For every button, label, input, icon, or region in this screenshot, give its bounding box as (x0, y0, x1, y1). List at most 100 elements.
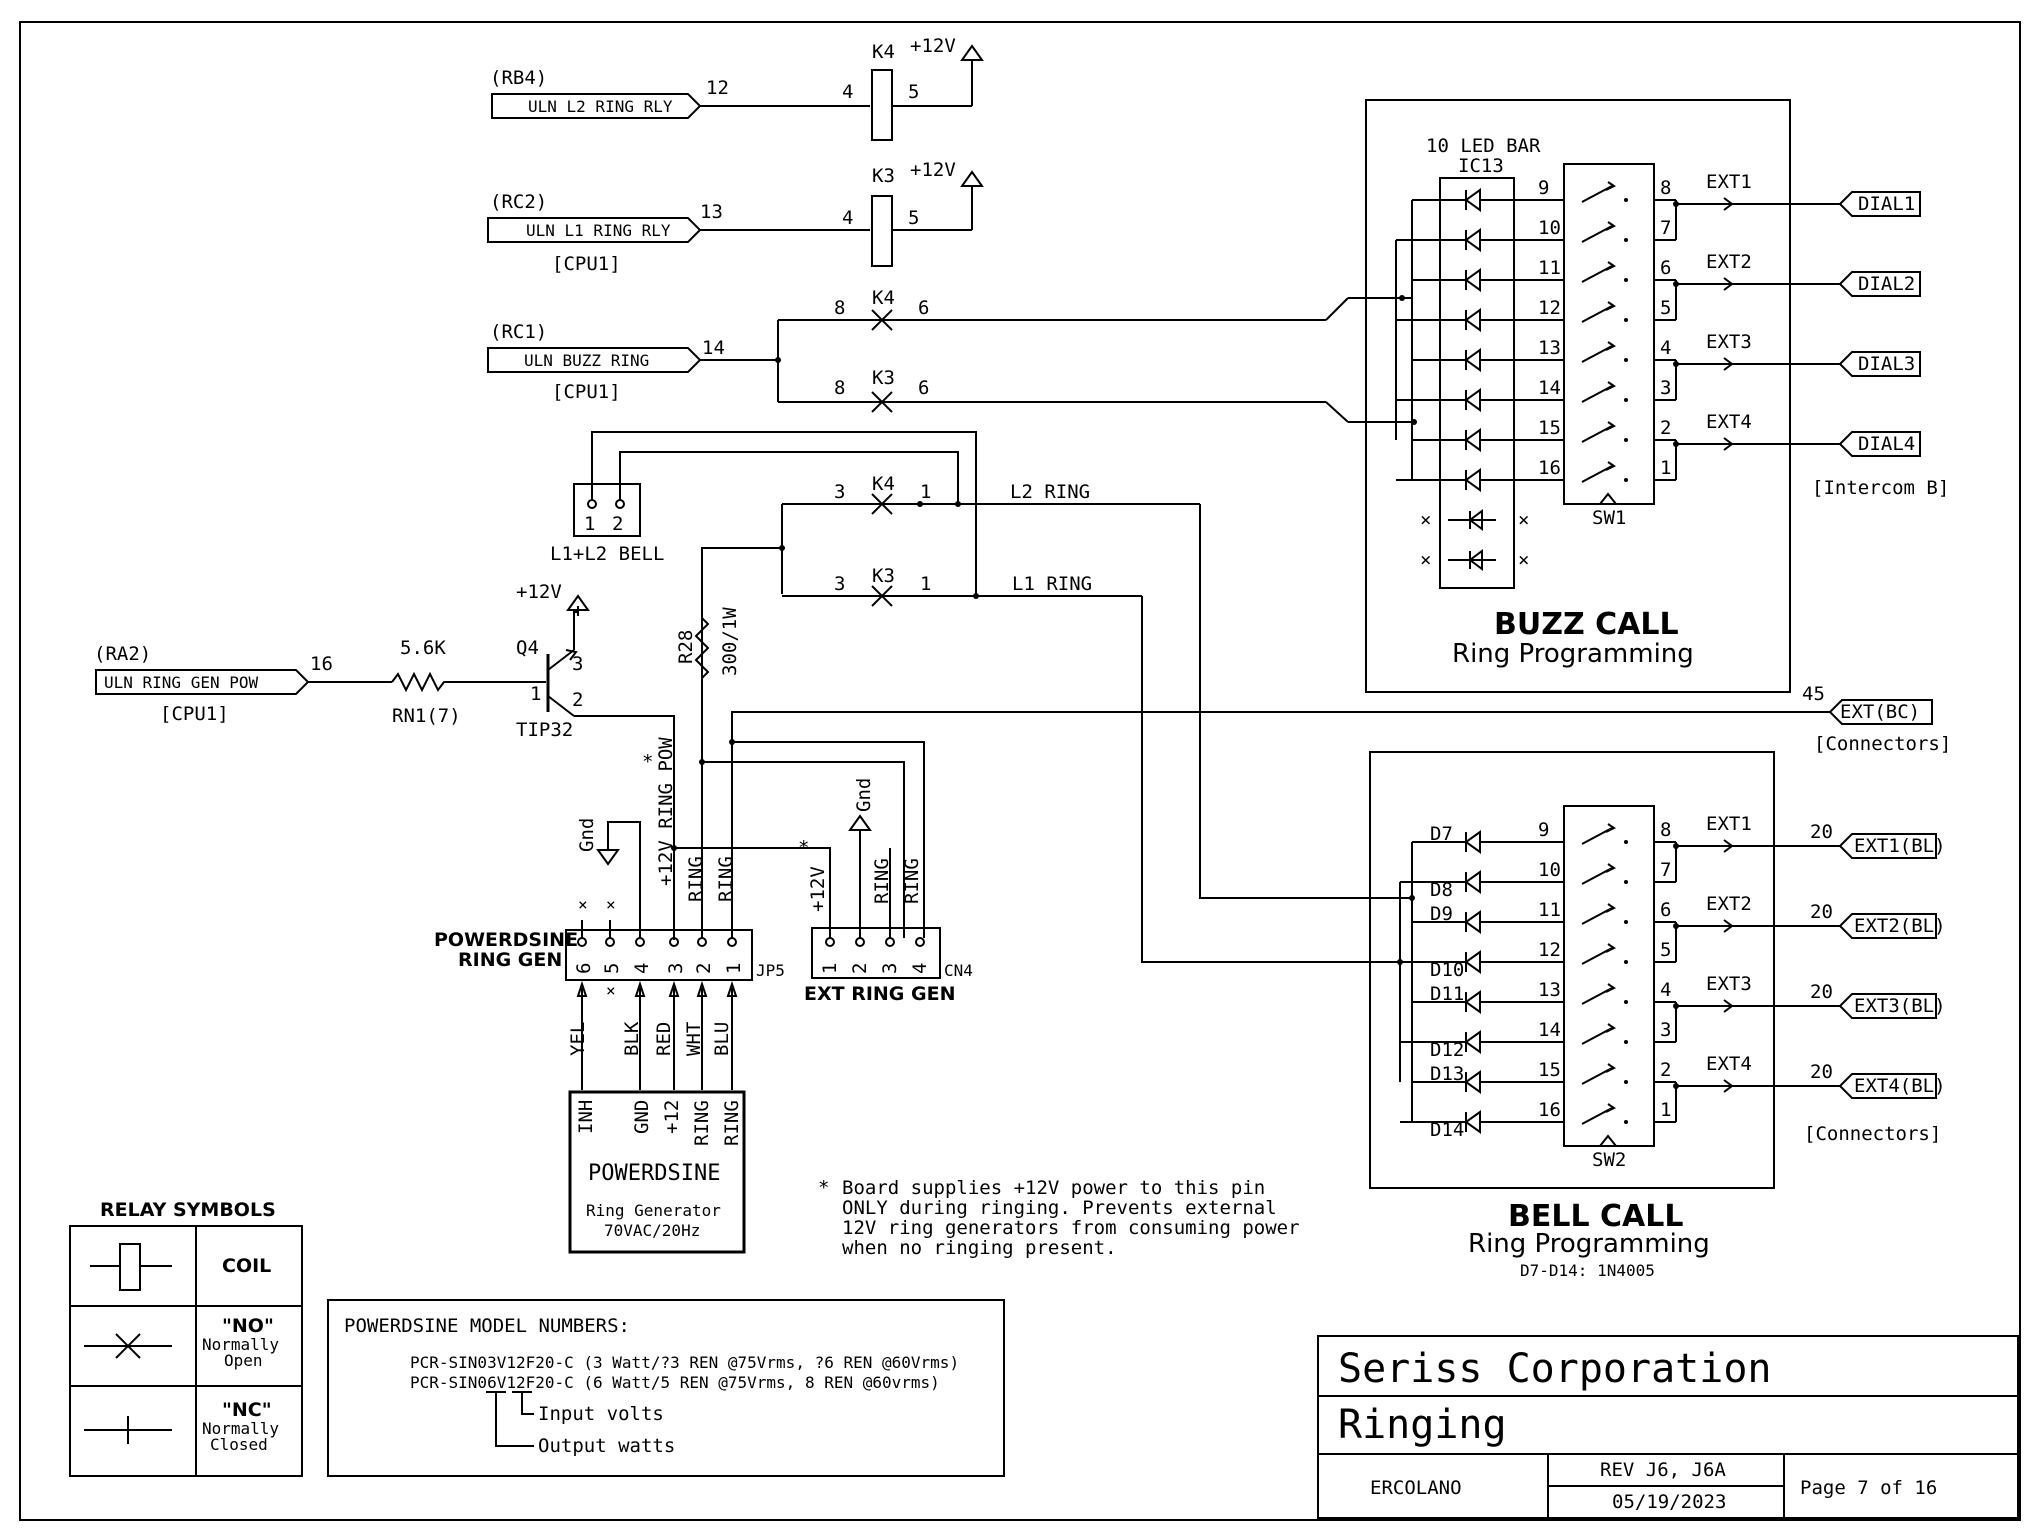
ext-label: EXT1 (1706, 171, 1752, 193)
output-arrow (1723, 919, 1734, 933)
sheet-title: Ringing (1338, 1402, 1507, 1448)
switch-pin-left: 11 (1538, 257, 1561, 279)
module-pin-inh: INH (575, 1100, 597, 1134)
pin-13: 13 (700, 201, 723, 223)
buzz-call-panel: 10 LED BAR IC13 SW1 BUZZ CALL Ring Progr… (1365, 99, 1949, 693)
q4-emitter-pin: 3 (572, 653, 583, 675)
k3-no-contact (871, 391, 893, 413)
k4-bell-label: K4 (872, 473, 895, 495)
switch-pin-right: 7 (1660, 859, 1671, 881)
diode-icon (1464, 388, 1481, 412)
k4-bell-p3: 3 (834, 481, 845, 503)
switch-pin-left: 9 (1538, 177, 1549, 199)
switch-arrow (1605, 221, 1616, 231)
switch-pin-right: 4 (1660, 337, 1671, 359)
switch-pin-left: 10 (1538, 859, 1561, 881)
led-bar-label: 10 LED BAR (1426, 135, 1541, 157)
switch-pin-right: 3 (1660, 377, 1671, 399)
dial-label: DIAL4 (1858, 433, 1915, 455)
switch-arrow (1605, 1103, 1616, 1113)
switch-pin-right: 5 (1660, 297, 1671, 319)
bell-label: L1+L2 BELL (550, 543, 664, 565)
label-rc2: (RC2) (490, 191, 547, 213)
switch-pin-right: 2 (1660, 1059, 1671, 1081)
l1-ring-label: L1 RING (1012, 573, 1092, 595)
output-arrow (1723, 839, 1734, 853)
diode-icon (1464, 348, 1481, 372)
switch-pin-right: 8 (1660, 819, 1671, 841)
dial-port (1838, 271, 1921, 297)
diode-note: D7-D14: 1N4005 (1520, 1261, 1655, 1280)
k4-buzz-p6: 6 (918, 297, 929, 319)
signal-uln-l1: (RC2) ULN L1 RING RLY 13 [CPU1] (487, 191, 870, 275)
signal-uln-gen: (RA2) ULN RING GEN POW 16 [CPU1] (94, 643, 392, 725)
dial-port (1838, 351, 1921, 377)
diode-icon (1464, 428, 1481, 452)
k3-pin5: 5 (908, 207, 919, 229)
bell-pin1: 1 (584, 513, 595, 535)
ext-label: EXT4 (1706, 411, 1752, 433)
r28-ref: R28 (675, 630, 697, 664)
relay-coil-k3: K3 +12V 4 5 (842, 159, 984, 267)
switch-dot (1624, 920, 1628, 924)
buzz-call-subtitle: Ring Programming (1452, 639, 1694, 669)
pin-12: 12 (706, 77, 729, 99)
jp5-harness-arrows (576, 980, 738, 1090)
cn4-pin3: 3 (879, 963, 901, 974)
diode-icon (1464, 990, 1481, 1014)
ext-label: EXT4 (1706, 1053, 1752, 1075)
dial-label: DIAL1 (1858, 193, 1915, 215)
jp5-pin5: 5 (601, 963, 623, 974)
diode-icon (1464, 1030, 1481, 1054)
diode-ref: D12 (1430, 1039, 1464, 1061)
output-arrow (1723, 999, 1734, 1013)
ext-label: EXT3 (1706, 331, 1752, 353)
switch-pin-left: 16 (1538, 1099, 1561, 1121)
model-input-volts: Input volts (538, 1403, 664, 1425)
switch-arrow (1605, 903, 1616, 913)
buzz-x2: × (1518, 509, 1529, 531)
no-contact-icon (84, 1333, 172, 1359)
extbc-pin: 45 (1802, 683, 1825, 705)
k3-bell-p1: 1 (920, 573, 931, 595)
page-number: Page 7 of 16 (1800, 1477, 1937, 1499)
wire-wht: WHT (683, 1022, 705, 1056)
jp5-pin2: 2 (693, 963, 715, 974)
bell-port (1838, 993, 1937, 1019)
bell-relay-contacts: K4 3 1 L2 RING K3 3 1 L1 RING (701, 473, 1300, 963)
jp5-pin3: 3 (665, 963, 687, 974)
dial-note: [Intercom B] (1812, 477, 1949, 499)
k3-buzz-label: K3 (872, 367, 895, 389)
module-pin-ring1: RING (721, 1100, 743, 1146)
label-rc1: (RC1) (490, 321, 547, 343)
label-rb4: (RB4) (490, 67, 547, 89)
note-line1: Board supplies +12V power to this pin (842, 1177, 1265, 1199)
buzz-call-title: BUZZ CALL (1494, 607, 1679, 642)
jp5-nc-5: × (606, 895, 616, 914)
sheet-border (19, 21, 2021, 1521)
sw1-ref: SW1 (1592, 507, 1626, 529)
cn4-ref: CN4 (944, 961, 973, 980)
module-pin-ring2: RING (691, 1100, 713, 1146)
legend-no-title: "NO" (222, 1315, 274, 1337)
k3-buzz-p6: 6 (918, 377, 929, 399)
bell-port (1838, 1073, 1937, 1099)
q4-base-pin: 1 (530, 683, 541, 705)
switch-dot (1624, 358, 1628, 362)
switch-pin-right: 6 (1660, 257, 1671, 279)
jp5-pin4: 4 (631, 963, 653, 974)
k3-pin4: 4 (842, 207, 853, 229)
bell-node (1409, 895, 1415, 901)
diode-ref: D11 (1430, 983, 1464, 1005)
wire-blu: BLU (711, 1022, 733, 1056)
dial-port (1838, 431, 1921, 457)
switch-pin-right: 1 (1660, 457, 1671, 479)
